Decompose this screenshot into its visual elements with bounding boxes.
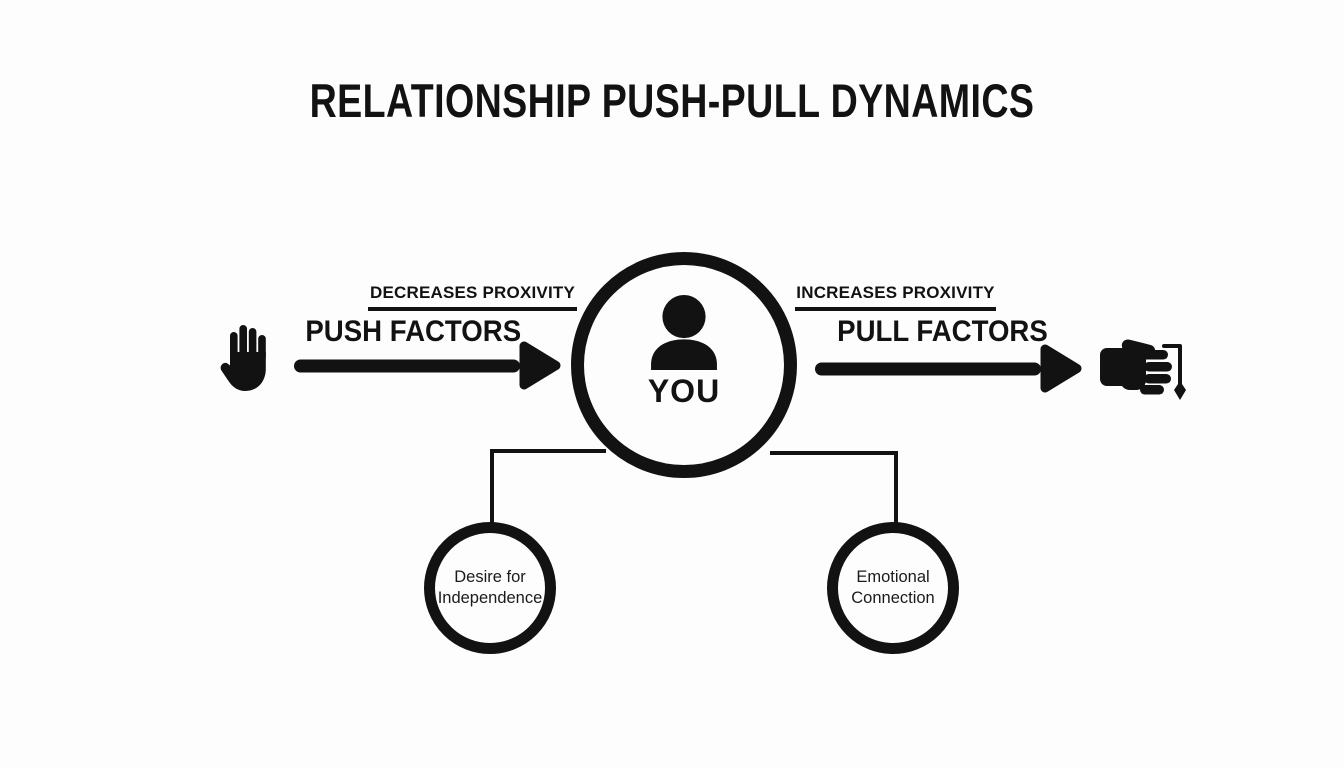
push-underline [368, 307, 577, 311]
pull-factors-text: PULL FACTORS [836, 315, 1048, 348]
person-icon [651, 295, 717, 370]
node-label-line: Independence [437, 589, 543, 607]
page-title: RELATIONSHIP PUSH-PULL DYNAMICS [0, 73, 1344, 128]
node-label-line: Desire for [454, 568, 526, 587]
connector-left [490, 449, 606, 526]
pull-proximity-label: INCREASES PROXIVITY [795, 283, 996, 303]
connector-right [770, 451, 898, 526]
pull-factors-label: PULL FACTORS [827, 315, 1057, 349]
node-label-line: Connection [851, 589, 935, 607]
node-emotional-connection: Emotional Connection [827, 522, 959, 654]
push-arrow [294, 341, 561, 390]
node-label-line: Emotional [856, 568, 930, 587]
stop-hand-icon [220, 325, 266, 391]
push-proximity-label: DECREASES PROXIVITY [368, 283, 577, 303]
you-node-content: YOU [643, 295, 725, 410]
page-title-text: RELATIONSHIP PUSH-PULL DYNAMICS [309, 74, 1035, 128]
pull-proximity-text: INCREASES PROXIVITY [796, 283, 995, 302]
push-proximity-text: DECREASES PROXIVITY [369, 283, 575, 302]
push-factors-text: PUSH FACTORS [305, 315, 521, 348]
node-desire-for-independence: Desire for Independence [424, 522, 556, 654]
you-label: YOU [647, 373, 721, 409]
pull-hand-icon [1100, 339, 1186, 400]
pull-underline [795, 307, 996, 311]
push-factors-label: PUSH FACTORS [293, 315, 533, 349]
pull-arrow [815, 344, 1082, 393]
you-node: YOU [571, 252, 797, 478]
